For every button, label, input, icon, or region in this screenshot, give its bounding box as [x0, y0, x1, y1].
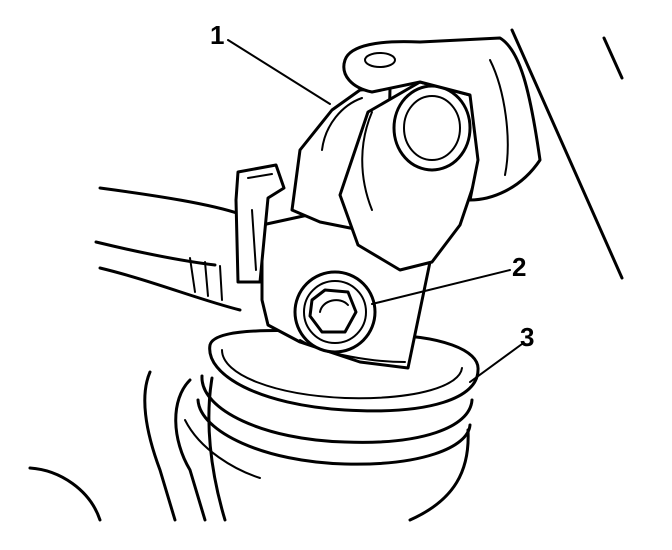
lower-boot [28, 370, 470, 522]
intermediate-shaft [94, 186, 242, 312]
leader-line-3 [469, 343, 523, 383]
frame-edge-stub [602, 36, 624, 80]
upper-flange [342, 36, 542, 202]
callout-1: 1 [210, 20, 224, 50]
retaining-clip [234, 163, 286, 284]
callout-3: 3 [520, 322, 534, 352]
leader-line-2 [371, 269, 511, 305]
callout-2: 2 [512, 252, 526, 282]
leader-line-1 [227, 39, 331, 105]
pinch-bolt [293, 270, 377, 354]
frame-edge-line [510, 28, 624, 280]
